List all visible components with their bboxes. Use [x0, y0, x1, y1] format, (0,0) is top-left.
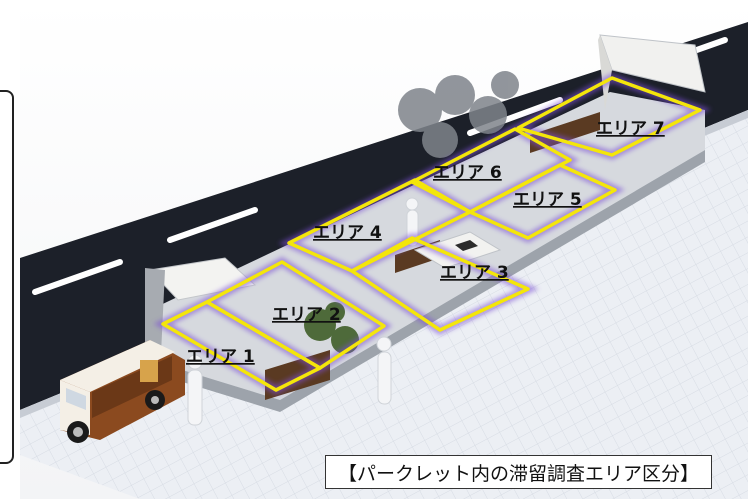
- planter-hole: [455, 240, 478, 251]
- area-3-label: エリア 3: [440, 263, 509, 283]
- center-planter: [413, 231, 502, 269]
- area-outlines: [161, 76, 702, 392]
- food-truck: [60, 340, 185, 443]
- area-6-outline: [410, 127, 572, 214]
- figure-caption: 【パークレット内の滞留調査エリア区分】: [325, 455, 712, 489]
- area-4-label: エリア 4: [313, 223, 382, 243]
- area-3-outline: [350, 236, 530, 332]
- people: [187, 197, 419, 426]
- tree-green: [304, 302, 359, 354]
- area-labels: エリア 1 エリア 2 エリア 3 エリア 4 エリア 5 エリア 6 エリア …: [186, 119, 665, 367]
- tree-foliage: [398, 71, 519, 158]
- side-frame: [0, 90, 14, 464]
- area-6-label: エリア 6: [433, 163, 502, 183]
- parklet-edge: [150, 150, 705, 412]
- area-7-label: エリア 7: [596, 119, 665, 139]
- area-1-label: エリア 1: [186, 347, 255, 367]
- area-2-label: エリア 2: [272, 305, 341, 325]
- area-7-outline: [516, 76, 702, 157]
- area-5-label: エリア 5: [513, 190, 582, 210]
- area-2-outline: [205, 260, 386, 370]
